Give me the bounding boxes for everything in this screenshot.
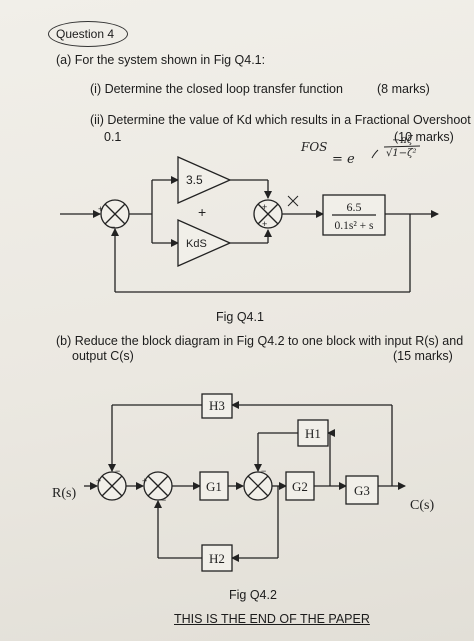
- part-a-ii-value: 0.1: [104, 130, 122, 144]
- fig2-s1-plus: +: [96, 476, 101, 486]
- fig1-deriv-block: [177, 219, 232, 267]
- handwritten-exp-den: √1−ζ²: [386, 148, 417, 159]
- handwritten-exp-bracket: [371, 149, 379, 159]
- fig2-summing-junction-2: [143, 471, 173, 501]
- fig2-s3-minus: −: [261, 466, 266, 476]
- part-a-intro: (a) For the system shown in Fig Q4.1:: [56, 53, 266, 67]
- fig2-output-label: C(s): [410, 498, 434, 513]
- fig2-caption: Fig Q4.2: [229, 588, 277, 602]
- fig2-s2-plus: +: [142, 476, 147, 486]
- handwritten-fraction-bar: [383, 145, 421, 148]
- fig2-g1-label: G1: [206, 479, 222, 494]
- fig1-plant-num: 6.5: [347, 200, 362, 214]
- fig1-gain-block: [177, 156, 232, 204]
- fig-q4-1: [60, 156, 439, 293]
- fig1-plus-between: +: [198, 204, 206, 220]
- fig2-s1-minus: −: [115, 466, 120, 476]
- fig2-summing-junction-3: [243, 471, 273, 501]
- fig2-g3-block: [345, 475, 379, 505]
- part-a-i-text: (i) Determine the closed loop transfer f…: [90, 82, 343, 96]
- fig2-summing-junction-1: [97, 471, 127, 501]
- fig1-gain-label: 3.5: [186, 173, 203, 187]
- handwritten-eq: = e: [332, 152, 355, 167]
- fig2-g3-label: G3: [354, 483, 370, 498]
- fig2-s2-minus: −: [161, 495, 166, 505]
- fig-q4-2: [84, 393, 406, 572]
- question-circle: [48, 21, 128, 47]
- fig2-h1-label: H1: [305, 426, 321, 441]
- fig2-h3-block: [201, 393, 233, 419]
- part-b-text-2: output C(s): [72, 349, 134, 363]
- part-a-i-marks: (8 marks): [377, 82, 430, 96]
- fig2-g2-label: G2: [292, 479, 308, 494]
- fig2-h2-label: H2: [209, 551, 225, 566]
- fig1-caption: Fig Q4.1: [216, 310, 264, 324]
- end-of-paper: THIS IS THE END OF THE PAPER: [174, 612, 370, 626]
- handwritten-exp-num: −πζ: [392, 135, 413, 146]
- fig1-s1-plus: +: [98, 204, 103, 214]
- fig1-s2-plus-bottom: +: [262, 219, 267, 229]
- fig1-signs: + − + +: [98, 202, 267, 232]
- fig1-s1-minus: −: [110, 222, 115, 232]
- fig1-s2-plus-top: +: [262, 202, 267, 212]
- part-a-ii-marks: (10 marks): [394, 130, 454, 144]
- part-b-text: (b) Reduce the block diagram in Fig Q4.2…: [56, 334, 464, 348]
- fig1-plant-den: 0.1s² + s: [334, 220, 374, 232]
- fig2-signs: + − + − −: [96, 466, 266, 505]
- fig2-input-label: R(s): [52, 486, 76, 501]
- fig1-summing-junction-2: [253, 199, 283, 229]
- fig2-h3-label: H3: [209, 398, 225, 413]
- handwritten-fos: FOS: [301, 140, 328, 154]
- question-title: Question 4: [56, 27, 115, 41]
- part-a-ii-text: (ii) Determine the value of Kd which res…: [90, 113, 474, 127]
- part-b-marks: (15 marks): [393, 349, 453, 363]
- fig1-deriv-label: KdS: [186, 238, 207, 250]
